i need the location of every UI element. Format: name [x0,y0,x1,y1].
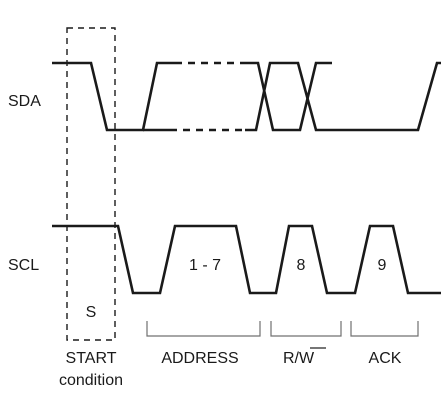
sda-low-crossing [245,61,441,132]
sda-address-end [245,61,332,132]
rw-bracket [270,321,342,337]
sda-high-to-low-start [52,61,175,132]
rw-pulse-label: 8 [297,257,306,274]
ack-phase-label: ACK [369,350,402,367]
start-condition-label-line1: START [66,350,117,367]
start-s-label: S [86,304,97,321]
rw-phase-label: R/W [283,350,315,367]
scl-waveform [52,224,441,295]
address-phase-label: ADDRESS [161,350,238,367]
rw-prefix: R/ [283,350,300,367]
ack-pulse-label: 9 [378,257,387,274]
scl-label: SCL [8,257,39,274]
address-bracket [146,321,261,337]
start-condition-label-line2: condition [59,372,123,389]
rw-overbar-letter: W [299,350,315,367]
start-condition-box [66,27,116,341]
sda-label: SDA [8,93,41,110]
ack-bracket [350,321,419,337]
address-pulse-label: 1 - 7 [189,257,221,274]
